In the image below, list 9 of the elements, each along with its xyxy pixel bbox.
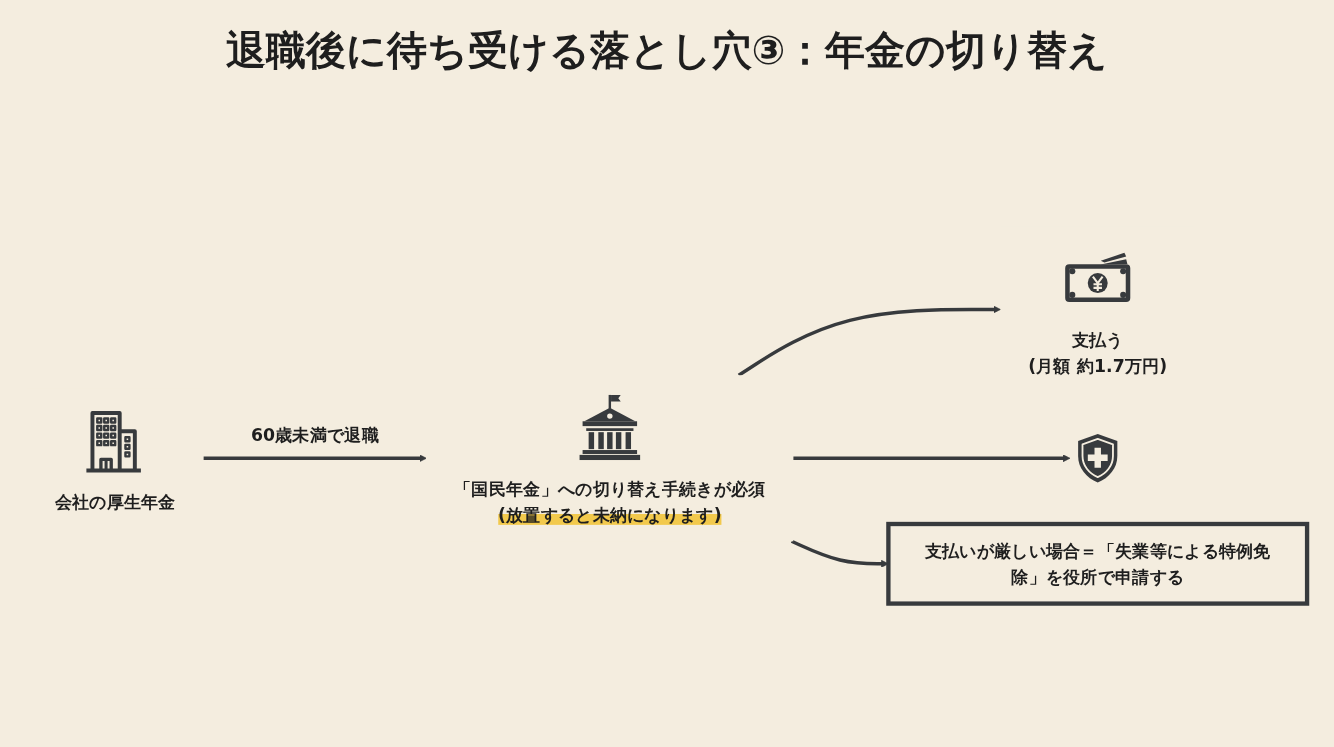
edge-label: 60歳未満で退職 [250,424,379,446]
node-text: 会社の厚生年金 [54,491,176,512]
arrow [793,454,1071,463]
arrow [203,454,427,463]
node-box: 支払いが厳しい場合＝「失業等による特例免除」を役所で申請する [886,521,1310,606]
diagram-title: 退職後に待ち受ける落とし穴③：年金の切り替え [224,26,1110,74]
arrow [737,305,1001,377]
node-label: (月額 約1.7万円) [1028,355,1168,377]
node-label: 支払う [1071,329,1124,351]
